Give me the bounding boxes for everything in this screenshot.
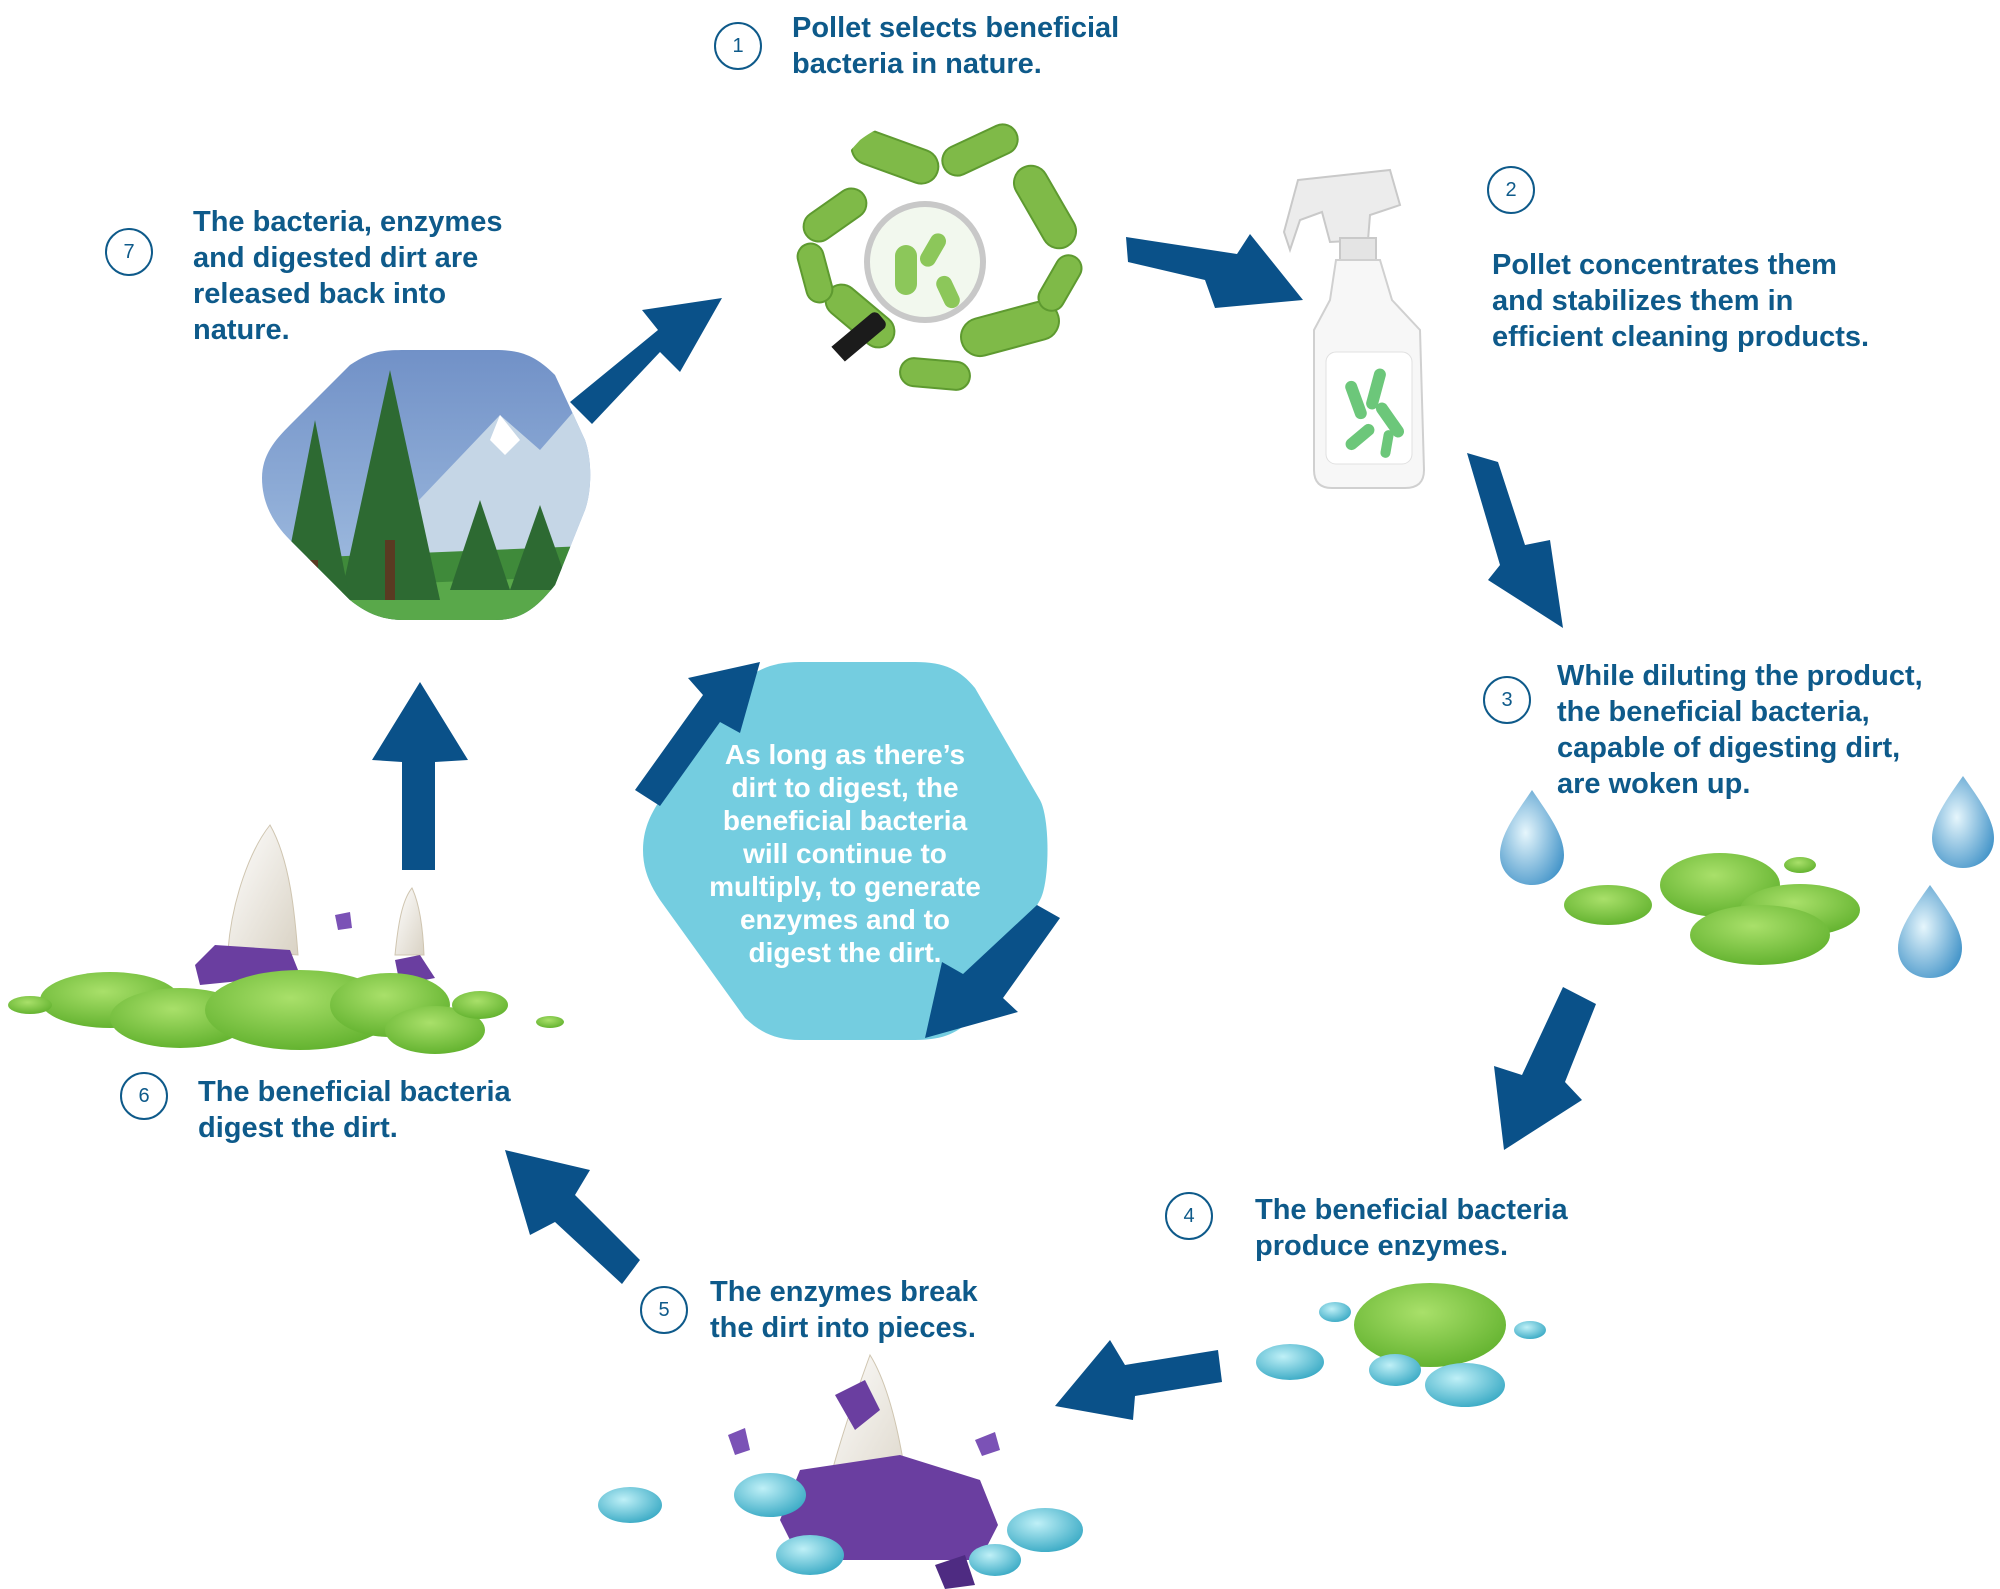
step-6-line-2: digest the dirt. bbox=[198, 1112, 398, 1144]
step-6-text: The beneficial bacteria digest the dirt. bbox=[198, 1074, 511, 1146]
step-3-number-badge: 3 bbox=[1483, 676, 1531, 724]
arrow-7-to-1 bbox=[570, 298, 722, 424]
step-1-line-1: Pollet selects beneficial bbox=[792, 12, 1120, 44]
step-2-number: 2 bbox=[1505, 179, 1517, 201]
step-3-text: While diluting the product, the benefici… bbox=[1557, 658, 1923, 802]
arrow-2-to-3 bbox=[1467, 453, 1563, 628]
step-7-number-badge: 7 bbox=[105, 228, 153, 276]
arrow-1-to-2 bbox=[1126, 234, 1303, 308]
step-5-text: The enzymes break the dirt into pieces. bbox=[710, 1274, 978, 1346]
bacteria-blob-icon bbox=[8, 970, 564, 1054]
arrow-5-to-6 bbox=[505, 1150, 640, 1284]
center-loop-arrow-top bbox=[635, 662, 760, 806]
step-1-line-2: bacteria in nature. bbox=[792, 48, 1042, 80]
forest-landscape-icon bbox=[262, 350, 591, 620]
center-line-2: dirt to digest, the bbox=[731, 772, 959, 803]
step-6-number: 6 bbox=[138, 1085, 150, 1107]
step-5-line-1: The enzymes break bbox=[710, 1276, 978, 1308]
step-3-line-4: are woken up. bbox=[1557, 768, 1751, 800]
step-4-number-badge: 4 bbox=[1165, 1192, 1213, 1240]
center-line-6: enzymes and to bbox=[739, 904, 951, 935]
broken-dirt-icon bbox=[195, 824, 435, 985]
step-2-line-2: and stabilizes them in bbox=[1492, 285, 1794, 317]
center-line-7: digest the dirt. bbox=[748, 937, 942, 968]
center-line-4: will continue to bbox=[743, 838, 947, 869]
enzyme-drop-icon bbox=[1256, 1302, 1546, 1407]
step-3-line-1: While diluting the product, bbox=[1557, 660, 1923, 692]
center-hexagon bbox=[643, 662, 1048, 1040]
step-5-number-badge: 5 bbox=[640, 1286, 688, 1334]
center-loop-arrow-bottom bbox=[925, 905, 1060, 1038]
step-2-text: Pollet concentrates them and stabilizes … bbox=[1492, 247, 1869, 355]
center-line-3: beneficial bacteria bbox=[722, 805, 968, 836]
step-2-line-3: efficient cleaning products. bbox=[1492, 321, 1870, 353]
step-3-line-3: capable of digesting dirt, bbox=[1557, 732, 1901, 764]
step-3-number: 3 bbox=[1501, 689, 1513, 711]
step-4-line-2: produce enzymes. bbox=[1255, 1230, 1509, 1262]
center-cycle-text: As long as there’s dirt to digest, the b… bbox=[655, 738, 1035, 969]
step-6-number-badge: 6 bbox=[120, 1072, 168, 1120]
bacteria-magnifier-icon bbox=[780, 122, 1091, 398]
step-3-line-2: the beneficial bacteria, bbox=[1557, 696, 1870, 728]
step-4-text: The beneficial bacteria produce enzymes. bbox=[1255, 1192, 1568, 1264]
step-4-line-1: The beneficial bacteria bbox=[1255, 1194, 1568, 1226]
step-5-line-2: the dirt into pieces. bbox=[710, 1312, 976, 1344]
water-drop-icon bbox=[1500, 776, 1994, 978]
bacteria-blob-icon bbox=[1564, 853, 1860, 965]
center-line-5: multiply, to generate bbox=[709, 871, 981, 902]
spray-bottle-icon bbox=[1282, 168, 1426, 489]
arrow-6-to-7 bbox=[372, 682, 468, 870]
step-2-line-1: Pollet concentrates them bbox=[1492, 249, 1837, 281]
step-5-number: 5 bbox=[658, 1299, 670, 1321]
step-7-line-3: released back into bbox=[193, 278, 447, 310]
arrow-4-to-5 bbox=[1055, 1340, 1222, 1420]
step-7-number: 7 bbox=[123, 241, 135, 263]
bacteria-blob-icon bbox=[1354, 1283, 1506, 1367]
center-line-1: As long as there’s bbox=[724, 739, 966, 770]
step-2-number-badge: 2 bbox=[1487, 166, 1535, 214]
arrow-3-to-4 bbox=[1494, 987, 1596, 1150]
step-7-line-4: nature. bbox=[193, 314, 290, 346]
step-1-text: Pollet selects beneficial bacteria in na… bbox=[792, 10, 1119, 82]
step-4-number: 4 bbox=[1183, 1205, 1195, 1227]
step-6-line-1: The beneficial bacteria bbox=[198, 1076, 511, 1108]
step-7-line-2: and digested dirt are bbox=[193, 242, 479, 274]
enzyme-drop-icon bbox=[598, 1473, 1083, 1576]
step-7-line-1: The bacteria, enzymes bbox=[193, 206, 503, 238]
step-1-number: 1 bbox=[732, 35, 744, 57]
broken-dirt-icon bbox=[728, 1353, 1000, 1589]
step-1-number-badge: 1 bbox=[714, 22, 762, 70]
step-7-text: The bacteria, enzymes and digested dirt … bbox=[193, 204, 502, 348]
